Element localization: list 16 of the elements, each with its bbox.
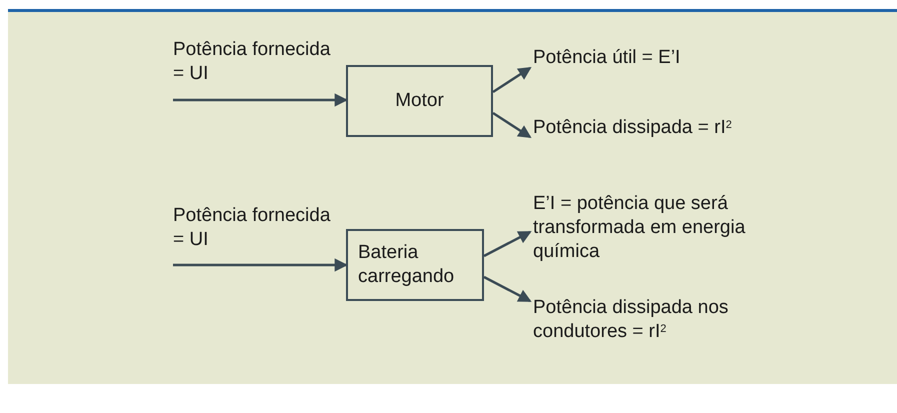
arrow	[483, 230, 532, 258]
arrow	[173, 93, 348, 107]
power-label: E’I = potência que será transformada em energia química	[533, 192, 746, 264]
arrow	[173, 258, 348, 272]
power-label: Potência dissipada = rI$^{2}$	[533, 116, 733, 140]
process-box	[346, 229, 484, 301]
power-label: Potência dissipada nos condutores = rI$^{2}$	[533, 296, 730, 344]
arrow	[492, 66, 532, 94]
process-box	[346, 65, 493, 137]
arrow	[492, 112, 532, 138]
power-label: Potência fornecida = UI	[173, 38, 332, 86]
arrow	[483, 276, 532, 302]
box-label: Bateria carregando	[358, 241, 456, 289]
box-label: Motor	[395, 89, 444, 113]
power-label: Potência fornecida = UI	[173, 204, 332, 252]
power-label: Potência útil = E’I	[533, 46, 682, 70]
